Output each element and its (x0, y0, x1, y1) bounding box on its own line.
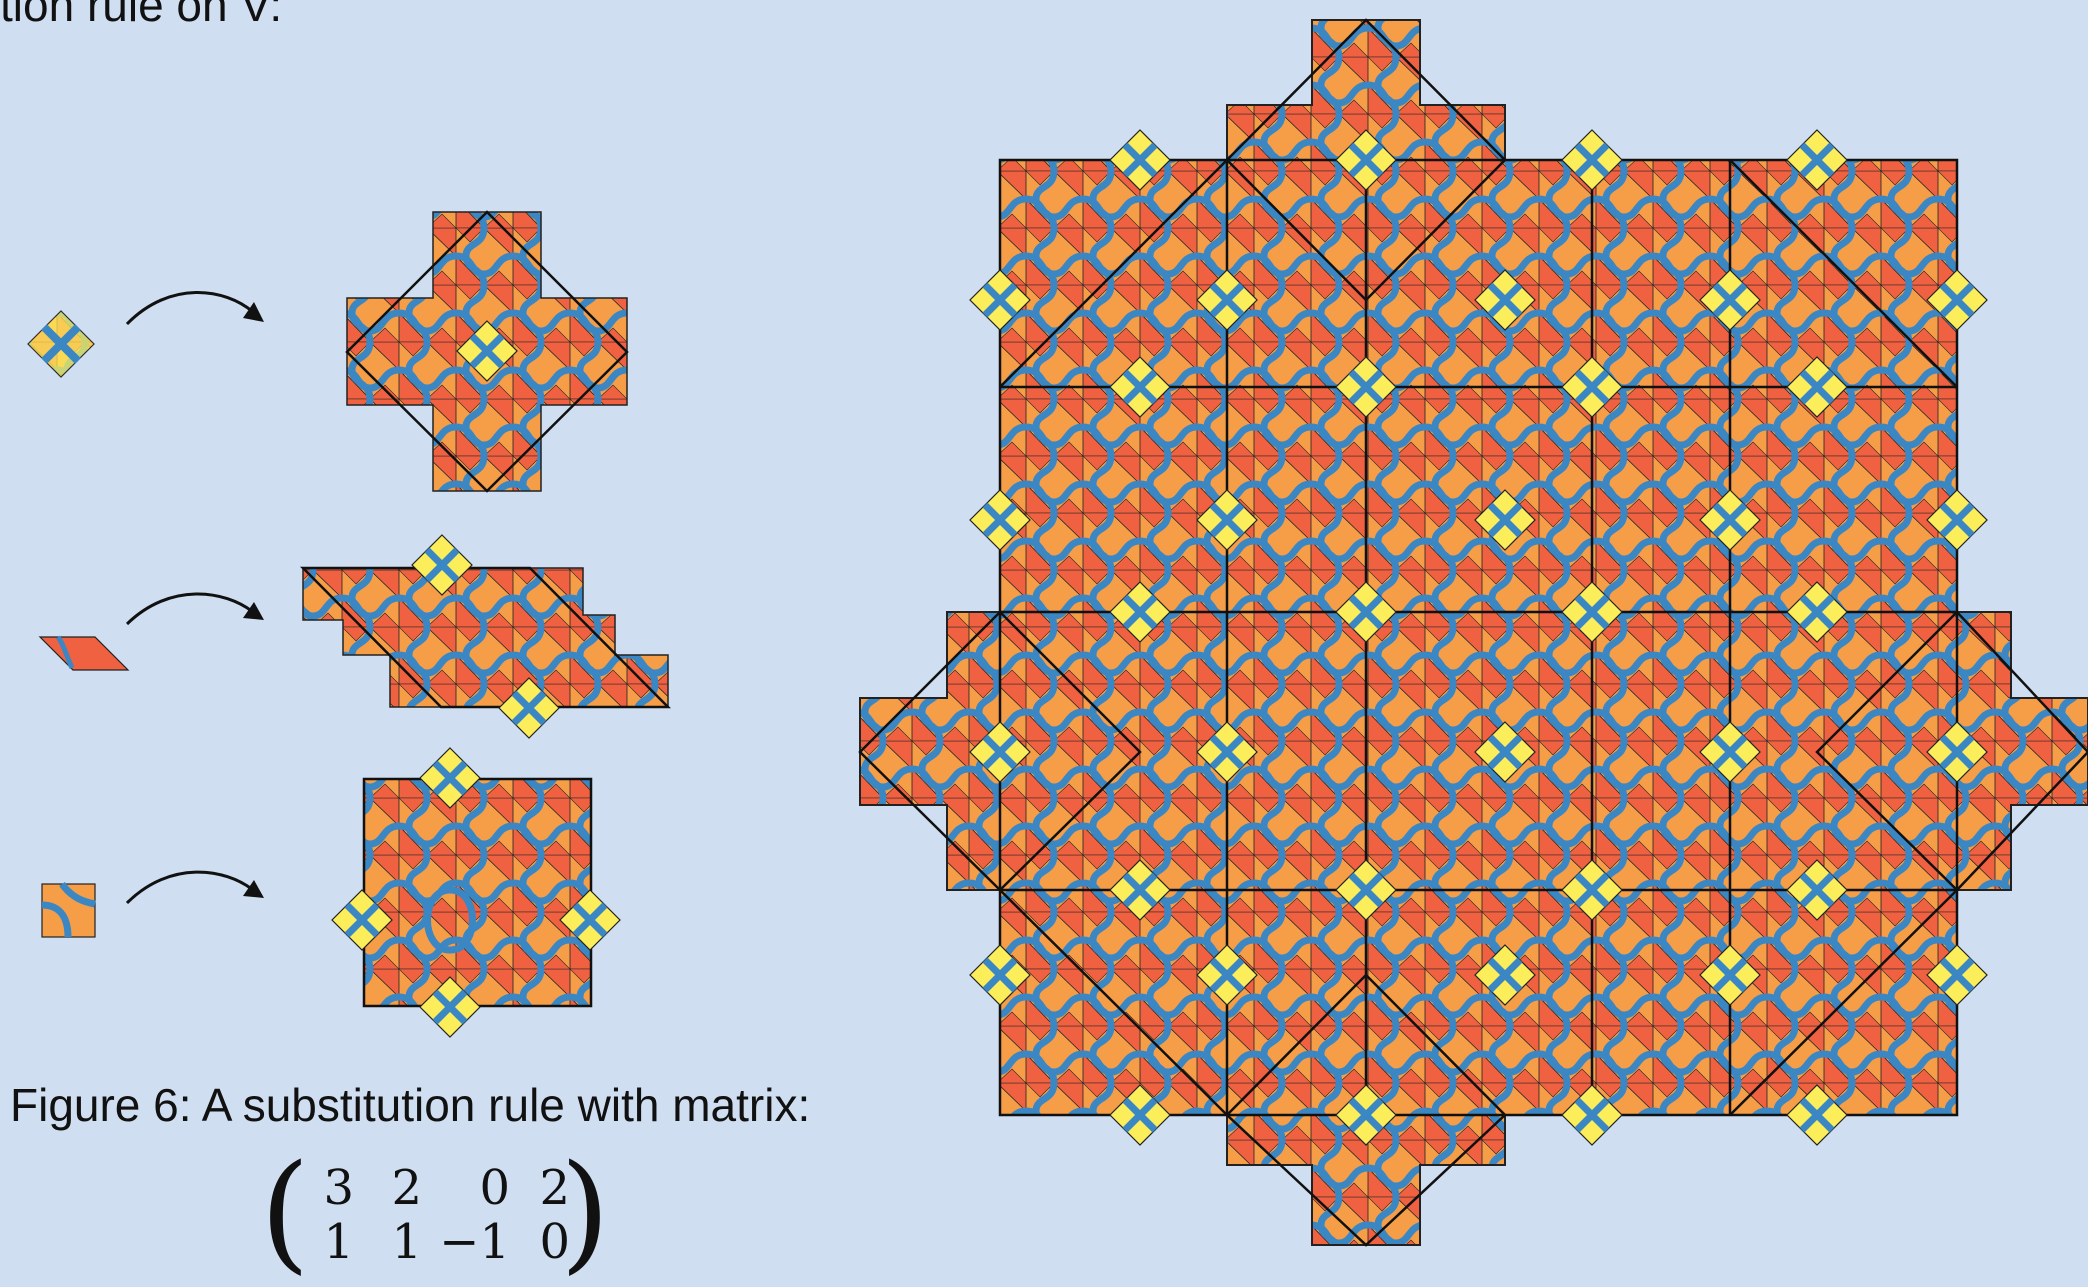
supertile-icon (860, 20, 2088, 1245)
arrow-icon (127, 292, 264, 324)
square-tile (42, 884, 95, 937)
rhombus-substitution-patch (303, 535, 668, 738)
substitution-matrix: ( 3 2 0 2 1 1 −1 0 ) (260, 1158, 590, 1268)
small-diamond-tile (28, 311, 94, 377)
matrix-cell: 1 (298, 1216, 354, 1268)
arrow-icon (127, 872, 264, 903)
matrix-cell: 3 (298, 1162, 354, 1214)
substitution-diagram (0, 0, 2088, 1245)
matrix-rows: 3 2 0 2 1 1 −1 0 (298, 1162, 570, 1268)
rhombus-tile (40, 637, 128, 670)
matrix-cell: 2 (354, 1162, 422, 1214)
square-substitution-patch (332, 748, 620, 1037)
arrow-icon (127, 594, 264, 624)
figure-caption: Figure 6: A substitution rule with matri… (10, 1078, 810, 1132)
matrix-right-paren: ) (560, 1158, 610, 1268)
matrix-cell: 0 (422, 1162, 510, 1214)
matrix-cell: −1 (422, 1216, 510, 1268)
diamond-substitution-patch (347, 212, 627, 491)
matrix-cell: 1 (354, 1216, 422, 1268)
